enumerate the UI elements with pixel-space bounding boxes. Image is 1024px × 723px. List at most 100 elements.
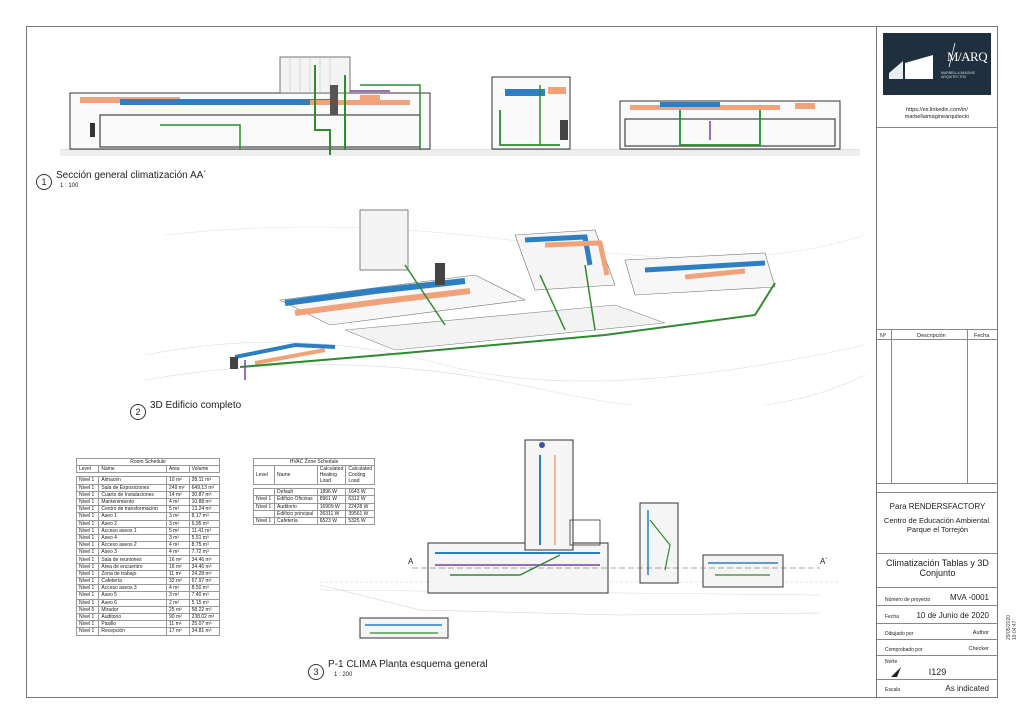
logo-brand: M/ARQ [947,49,988,64]
view-3-number: 3 [308,664,324,680]
room-schedule-row-cell: Nivel 1 [75,533,100,543]
room-schedule-row-cell: Nivel 1 [75,569,100,579]
project-number: MVA -0001 [950,593,989,602]
room-schedule-row-cell: Nivel 1 [75,555,100,564]
title-block: M/ARQ MARBELLA IMAGINE ARQUITECTOS https… [876,27,998,697]
room-schedule-row-cell: 8.50 m³ [188,584,221,593]
room-schedule-row-cell: Nivel 1 [75,627,100,636]
room-schedule-row-cell: Área de encuentro [98,562,168,571]
room-schedule-row-cell: 5.51 m³ [188,533,221,543]
room-schedule-row-cell: Auditorio [98,612,168,622]
room-schedule-row-cell: Aseo 2 [98,519,168,528]
print-timestamp: 29/05/2020 19:04:47 [1006,614,1018,640]
room-schedule-row-cell: Nivel 1 [75,505,100,514]
room-schedule-row-cell: 4 m² [166,541,190,550]
hvac-schedule-row-cell: Nivel 1 [252,502,276,511]
hvac-schedule-row-cell: Edificio principal [274,509,318,518]
room-schedule-row-cell: 25 m² [166,605,190,614]
room-schedule-row-cell: Sala de reuniones [98,555,168,564]
sheet-number: I129 [928,667,947,677]
view-2-number: 2 [130,404,146,420]
room-schedule-row-cell: Nivel 5 [75,605,100,614]
room-schedule-row-cell: Nivel 1 [75,612,100,622]
room-schedule-row-cell: 7.40 m³ [188,591,221,600]
hvac-schedule-row-cell: Auditorio [274,502,318,511]
room-schedule-row-cell: 58.22 m³ [188,605,221,614]
room-schedule-row-cell: Nivel 1 [75,584,100,593]
room-schedule-row-cell: Nivel 1 [75,476,100,485]
sheet-date: 10 de Junio de 2020 [916,611,989,620]
room-schedule-row-cell: Nivel 1 [75,598,100,607]
project-number-label: Número de proyecto [885,597,931,603]
date-label: Fecha [885,614,899,620]
room-schedule-row-cell: 30.87 m³ [188,490,221,499]
view-3-scale: 1 : 200 [334,672,353,678]
room-schedule-row-cell: 649.13 m³ [188,483,221,492]
room-schedule-row-cell: Nivel 1 [75,483,100,492]
room-schedule-row-cell: Recepción [98,627,168,636]
hvac-schedule-row-cell: 5325 W [345,516,375,526]
room-schedule-row-cell: Zona de trabajo [98,569,168,579]
room-schedule-row-cell: 16 m² [166,562,190,571]
room-schedule-row-cell: 34.46 m³ [188,562,221,571]
checked-by-label: Comprobado por [885,647,923,653]
room-schedule-row-cell: Sala de Exposiciones [98,483,168,492]
room-schedule-row-cell: 6.95 m³ [188,519,221,528]
room-schedule-row-cell: 238.02 m³ [188,612,221,622]
company-logo: M/ARQ MARBELLA IMAGINE ARQUITECTOS [883,33,991,95]
room-schedule-row-cell: 16 m² [166,555,190,564]
view-3-title: P-1 CLIMA Planta esquema general [328,659,488,670]
room-schedule-row-cell: 3 m² [166,519,190,528]
room-schedule-row-cell: 8.75 m³ [188,541,221,550]
room-schedule-row-cell: Aseo 6 [98,598,168,607]
hvac-schedule-row-cell: Default [274,488,318,497]
hvac-schedule-row-cell [252,488,276,497]
room-schedule-row-cell: 10.88 m³ [188,497,221,507]
hvac-schedule-row-cell: Nivel 1 [252,516,276,526]
sheet-scale: As indicated [945,684,989,693]
room-schedule-row-cell: Acceso aseos 2 [98,541,168,550]
drawn-by-label: Dibujado por [885,631,914,637]
room-schedule-row-cell: 2 m² [166,598,190,607]
room-schedule-table: Room Schedule Level Name Area Volume Niv… [75,457,221,636]
drawing-sheet-border [26,26,998,698]
hvac-schedule-row-cell: Nivel 1 [252,495,276,504]
linkedin-url[interactable]: https://es.linkedin.com/in/ marbellaimag… [904,107,970,120]
room-schedule-row-cell: 4 m² [166,584,190,593]
room-schedule-row-cell: Nivel 1 [75,562,100,571]
room-schedule-row-cell: Nivel 1 [75,541,100,550]
logo-tagline: MARBELLA IMAGINE ARQUITECTOS [941,71,976,79]
room-schedule-header: Level Name Area Volume [75,465,221,474]
room-schedule-row-cell: Almacén [98,476,168,485]
room-schedule-row-cell: 11 m² [166,569,190,579]
room-schedule-row-cell: Mantenimiento [98,497,168,507]
room-schedule-row-cell: 34.46 m³ [188,555,221,564]
room-schedule-row-cell: 32 m² [166,576,190,586]
room-schedule-row-cell: 67.97 m³ [188,576,221,586]
hvac-schedule-header: Level Name Calculated Heating Load Calcu… [252,465,375,486]
room-schedule-row-cell: 4 m² [166,497,190,507]
view-1-number: 1 [36,174,52,190]
room-schedule-row-cell: 10 m² [166,476,190,485]
room-schedule-row-cell: 8.17 m³ [188,512,221,521]
hvac-zone-schedule-table: HVAC Zone Schedule Level Name Calculated… [252,457,375,526]
room-schedule-row-cell: Cafetería [98,576,168,586]
room-schedule-row-cell: 249 m² [166,483,190,492]
room-schedule-row-cell: Nivel 1 [75,490,100,499]
room-schedule-row-cell: 11 m² [166,620,190,629]
